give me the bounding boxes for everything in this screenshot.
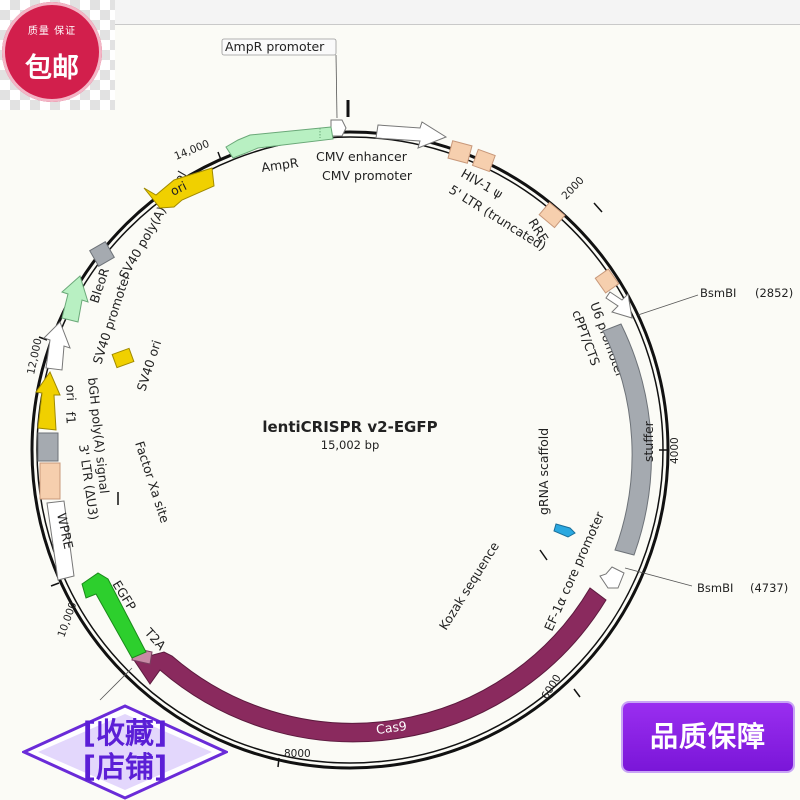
u6-promoter-feature [605, 291, 633, 319]
hiv-psi-feature [471, 148, 496, 173]
ori-label: ori [168, 178, 189, 199]
tick-label-14000: 14,000 [173, 138, 212, 163]
tick-mark-12000 [38, 336, 48, 341]
favorite-text: [收藏] [82, 716, 168, 750]
cmv-enhancer-label: CMV enhancer [316, 149, 408, 164]
bleor-label: BleoR [87, 266, 113, 305]
sv40-polya-feature [89, 241, 115, 267]
kozak-mark [539, 549, 548, 561]
tick-mark-2000 [593, 202, 603, 213]
ampr-feature [225, 126, 334, 159]
bsmbi-2852-position: (2852) [755, 286, 793, 300]
f1-ori-label-2: ori [63, 384, 79, 401]
store-text: [店铺] [82, 750, 168, 784]
tick-mark-8000 [277, 757, 280, 768]
t2a-label: T2A [141, 624, 169, 653]
sv40-promoter-feature [43, 321, 71, 371]
bsmbi-2852-label: BsmBI [700, 286, 736, 300]
cppt-feature [594, 268, 620, 294]
cmv-enhancer-feature [375, 121, 448, 149]
t2a-leader [99, 667, 133, 701]
badge-free-shipping-text: 包邮 [25, 53, 79, 84]
grna-scaffold-feature [553, 523, 576, 538]
bleor-feature [61, 275, 89, 323]
favorite-store-banner[interactable]: [收藏] [店铺] [22, 704, 228, 800]
bgh-polya-feature [37, 432, 59, 462]
bsmbi-4737-position: (4737) [750, 581, 788, 595]
sv40-ori-feature [111, 347, 135, 369]
quality-guarantee-banner[interactable]: 品质保障 [623, 703, 793, 771]
bsmbi-4737-leader [624, 567, 693, 587]
ltr3-feature [39, 462, 61, 500]
bsmbi-2852-leader [637, 294, 699, 316]
tick-mark-6000 [573, 688, 581, 698]
tick-mark-10000 [50, 582, 60, 587]
egfp-feature [81, 572, 147, 659]
tick-label-10000: 10,000 [56, 600, 80, 639]
free-shipping-badge[interactable]: 质量 保证 包邮 [2, 2, 102, 102]
stuffer-label: stuffer [641, 420, 656, 462]
cmv-promoter-label: CMV promoter [322, 168, 413, 183]
sv40-ori-label: SV40 ori [134, 338, 165, 393]
badge-quality-text: 质量 保证 [27, 26, 77, 37]
f1-ori-label: f1 [63, 411, 79, 424]
ef1a-promoter-feature [599, 566, 625, 589]
ampr-promoter-arrow [330, 119, 347, 137]
f1-ori-feature [35, 370, 61, 431]
kozak-label: Kozak sequence [436, 539, 502, 633]
ltr5-feature [447, 140, 473, 164]
ori-feature [143, 167, 215, 209]
cas9-label: Cas9 [375, 718, 408, 737]
stuffer-feature [602, 323, 652, 556]
factor-xa-label: Factor Xa site [132, 439, 173, 525]
tick-label-8000: 8000 [284, 748, 311, 760]
tick-label-4000: 4000 [669, 437, 681, 464]
ampr-promoter-label: AmpR promoter [225, 39, 325, 54]
ampr-promoter-leader [335, 54, 338, 119]
tick-label-2000: 2000 [560, 175, 587, 203]
grna-scaffold-label: gRNA scaffold [536, 428, 551, 515]
wpre-label: WPRE [54, 512, 76, 551]
tick-mark-14000 [217, 151, 222, 161]
wpre-feature [46, 500, 75, 581]
ampr-promoter-label-box [221, 38, 337, 56]
banner-shape [22, 704, 228, 800]
ampr-label: AmpR [260, 155, 299, 175]
plasmid-size: 15,002 bp [321, 438, 380, 452]
bsmbi-4737-label: BsmBI [697, 581, 733, 595]
rre-feature [538, 201, 566, 229]
window-top-bar [115, 0, 800, 25]
plasmid-name: lentiCRISPR v2-EGFP [262, 418, 437, 436]
